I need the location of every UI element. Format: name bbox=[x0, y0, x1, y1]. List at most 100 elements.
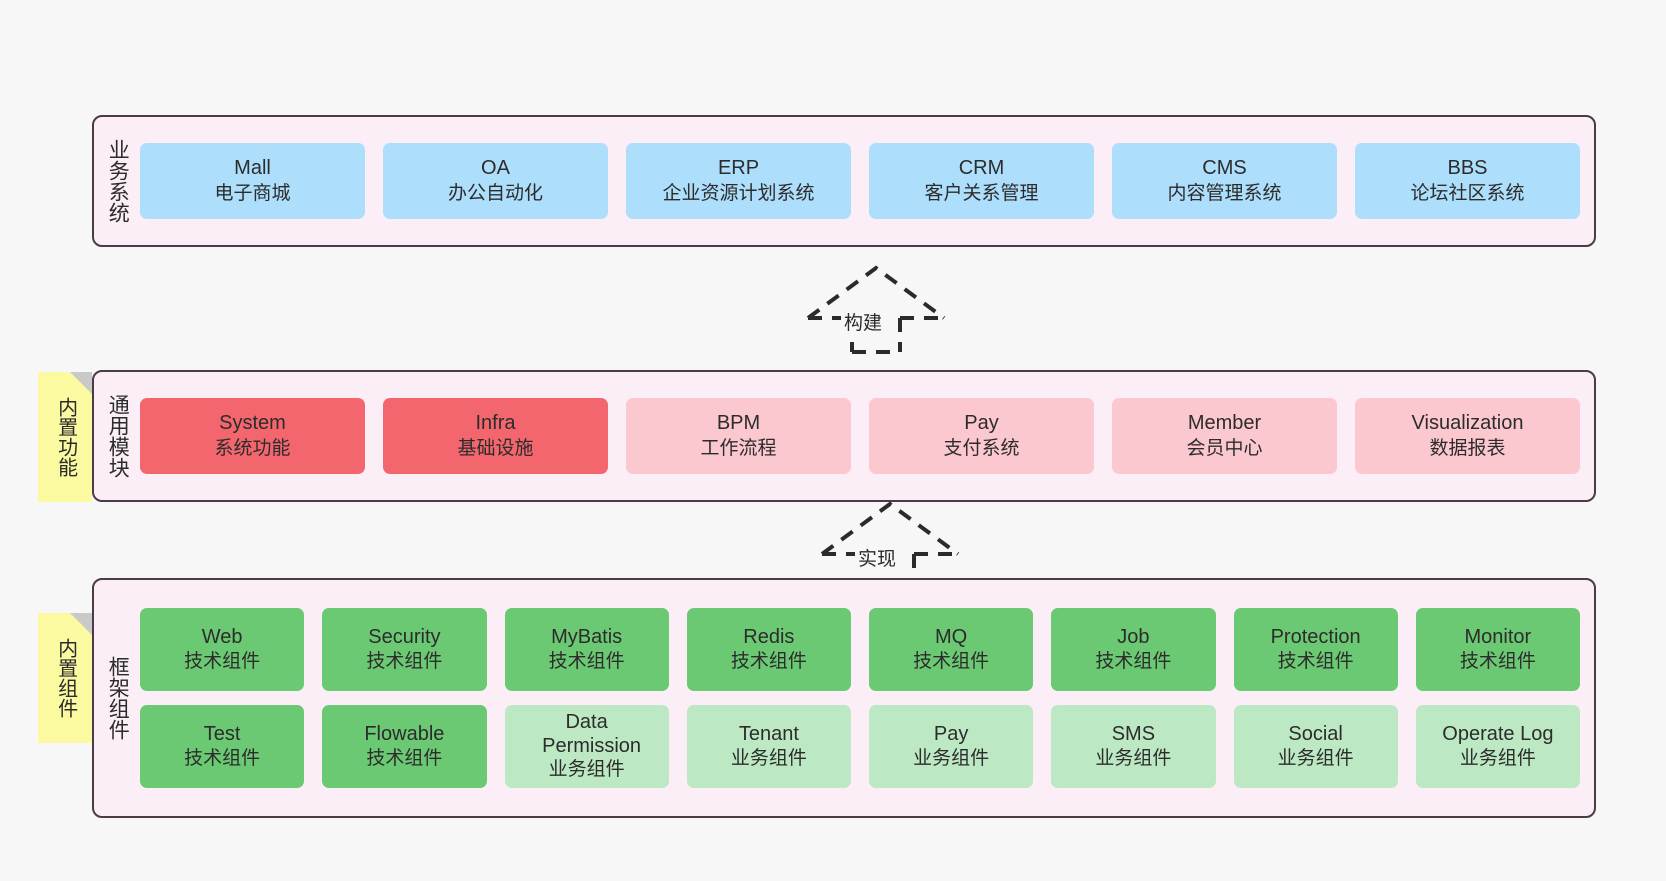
node-desc: 客户关系管理 bbox=[924, 182, 1039, 204]
node-erp[interactable]: ERP 企业资源计划系统 bbox=[626, 143, 851, 219]
node-social[interactable]: Social 业务组件 bbox=[1233, 705, 1398, 788]
node-title: Job bbox=[1117, 625, 1150, 648]
node-desc: 技术组件 bbox=[1277, 651, 1354, 673]
node-title: Infra bbox=[475, 412, 516, 435]
node-title: Security bbox=[368, 625, 441, 648]
layer-framework-components: 框架组件 Web 技术组件 Security 技术组件 MyBatis 技术组件… bbox=[92, 578, 1596, 818]
node-title: Protection bbox=[1270, 625, 1361, 648]
node-desc: 技术组件 bbox=[184, 651, 261, 673]
node-infra[interactable]: Infra 基础设施 bbox=[383, 398, 608, 474]
layer-body-common-modules: System 系统功能 Infra 基础设施 BPM 工作流程 Pay 支付系统… bbox=[140, 372, 1594, 500]
node-title: Member bbox=[1187, 412, 1262, 435]
row: Web 技术组件 Security 技术组件 MyBatis 技术组件 Redi… bbox=[140, 608, 1580, 691]
node-protection[interactable]: Protection 技术组件 bbox=[1233, 608, 1398, 691]
node-test[interactable]: Test 技术组件 bbox=[140, 705, 305, 788]
node-operate-log[interactable]: Operate Log 业务组件 bbox=[1415, 705, 1580, 788]
node-title: Data Permission bbox=[542, 711, 642, 758]
node-title: Mall bbox=[234, 157, 271, 180]
node-title: BPM bbox=[716, 412, 761, 435]
layer-body-business-systems: Mall 电子商城 OA 办公自动化 ERP 企业资源计划系统 CRM 客户关系… bbox=[140, 117, 1594, 245]
connector-label-build: 构建 bbox=[841, 308, 886, 335]
node-title: Pay bbox=[964, 412, 999, 435]
note-label: 内置组件 bbox=[54, 638, 77, 718]
node-title: BBS bbox=[1447, 157, 1488, 180]
node-bpm[interactable]: BPM 工作流程 bbox=[626, 398, 851, 474]
dashed-hollow-arrow-icon bbox=[806, 265, 946, 354]
node-title: Operate Log bbox=[1442, 722, 1554, 745]
node-desc: 工作流程 bbox=[700, 437, 777, 459]
node-member[interactable]: Member 会员中心 bbox=[1112, 398, 1337, 474]
node-desc: 业务组件 bbox=[1459, 748, 1536, 770]
node-tenant[interactable]: Tenant 业务组件 bbox=[686, 705, 851, 788]
dashed-hollow-arrow-icon bbox=[820, 501, 960, 590]
node-title: OA bbox=[481, 157, 510, 180]
connector-build: 构建 bbox=[806, 264, 966, 354]
node-desc: 业务组件 bbox=[548, 759, 625, 781]
layer-title-business-systems: 业务系统 bbox=[106, 139, 130, 223]
node-bbs[interactable]: BBS 论坛社区系统 bbox=[1355, 143, 1580, 219]
node-desc: 技术组件 bbox=[366, 651, 443, 673]
node-desc: 基础设施 bbox=[457, 437, 534, 459]
node-desc: 办公自动化 bbox=[447, 182, 543, 204]
node-desc: 数据报表 bbox=[1429, 437, 1506, 459]
layer-business-systems: 业务系统 Mall 电子商城 OA 办公自动化 ERP 企业资源计划系统 CRM… bbox=[92, 115, 1596, 247]
node-pay[interactable]: Pay 支付系统 bbox=[869, 398, 1094, 474]
node-desc: 会员中心 bbox=[1186, 437, 1263, 459]
node-visualization[interactable]: Visualization 数据报表 bbox=[1355, 398, 1580, 474]
node-data-permission[interactable]: Data Permission 业务组件 bbox=[504, 705, 669, 788]
node-flowable[interactable]: Flowable 技术组件 bbox=[322, 705, 487, 788]
connector-label-implement: 实现 bbox=[855, 544, 900, 571]
node-desc: 技术组件 bbox=[366, 748, 443, 770]
node-title: System bbox=[219, 412, 286, 435]
layer-title-framework-components: 框架组件 bbox=[106, 656, 130, 740]
node-desc: 技术组件 bbox=[1095, 651, 1172, 673]
folded-corner-icon bbox=[70, 613, 92, 635]
node-title: Redis bbox=[743, 625, 795, 648]
note-builtin-components: 内置组件 bbox=[38, 613, 92, 743]
node-title: Test bbox=[203, 722, 241, 745]
node-title: MyBatis bbox=[551, 625, 623, 648]
note-builtin-functions: 内置功能 bbox=[38, 372, 92, 502]
node-desc: 业务组件 bbox=[1095, 748, 1172, 770]
node-mq[interactable]: MQ 技术组件 bbox=[869, 608, 1034, 691]
node-system[interactable]: System 系统功能 bbox=[140, 398, 365, 474]
node-desc: 支付系统 bbox=[943, 437, 1020, 459]
node-title: Pay bbox=[933, 722, 969, 745]
node-title: CRM bbox=[958, 157, 1005, 180]
node-title: SMS bbox=[1111, 722, 1156, 745]
node-title: ERP bbox=[717, 157, 760, 180]
node-desc: 业务组件 bbox=[730, 748, 807, 770]
node-title: Visualization bbox=[1411, 412, 1524, 435]
connector-implement: 实现 bbox=[820, 500, 980, 590]
node-crm[interactable]: CRM 客户关系管理 bbox=[869, 143, 1094, 219]
node-desc: 企业资源计划系统 bbox=[662, 182, 815, 204]
node-redis[interactable]: Redis 技术组件 bbox=[686, 608, 851, 691]
node-monitor[interactable]: Monitor 技术组件 bbox=[1415, 608, 1580, 691]
row: Mall 电子商城 OA 办公自动化 ERP 企业资源计划系统 CRM 客户关系… bbox=[140, 143, 1580, 219]
node-sms[interactable]: SMS 业务组件 bbox=[1051, 705, 1216, 788]
node-pay-component[interactable]: Pay 业务组件 bbox=[869, 705, 1034, 788]
node-desc: 论坛社区系统 bbox=[1410, 182, 1525, 204]
node-desc: 技术组件 bbox=[730, 651, 807, 673]
node-desc: 技术组件 bbox=[1459, 651, 1536, 673]
node-security[interactable]: Security 技术组件 bbox=[322, 608, 487, 691]
node-oa[interactable]: OA 办公自动化 bbox=[383, 143, 608, 219]
node-desc: 系统功能 bbox=[214, 437, 291, 459]
node-mall[interactable]: Mall 电子商城 bbox=[140, 143, 365, 219]
node-title: Monitor bbox=[1464, 625, 1532, 648]
node-desc: 业务组件 bbox=[913, 748, 990, 770]
node-title: CMS bbox=[1202, 157, 1247, 180]
node-cms[interactable]: CMS 内容管理系统 bbox=[1112, 143, 1337, 219]
row: System 系统功能 Infra 基础设施 BPM 工作流程 Pay 支付系统… bbox=[140, 398, 1580, 474]
row: Test 技术组件 Flowable 技术组件 Data Permission … bbox=[140, 705, 1580, 788]
node-job[interactable]: Job 技术组件 bbox=[1051, 608, 1216, 691]
node-mybatis[interactable]: MyBatis 技术组件 bbox=[504, 608, 669, 691]
folded-corner-icon bbox=[70, 372, 92, 394]
layer-body-framework-components: Web 技术组件 Security 技术组件 MyBatis 技术组件 Redi… bbox=[140, 580, 1594, 816]
node-web[interactable]: Web 技术组件 bbox=[140, 608, 305, 691]
layer-common-modules: 通用模块 System 系统功能 Infra 基础设施 BPM 工作流程 Pay… bbox=[92, 370, 1596, 502]
node-title: Flowable bbox=[364, 722, 445, 745]
node-desc: 技术组件 bbox=[913, 651, 990, 673]
node-title: Tenant bbox=[738, 722, 799, 745]
